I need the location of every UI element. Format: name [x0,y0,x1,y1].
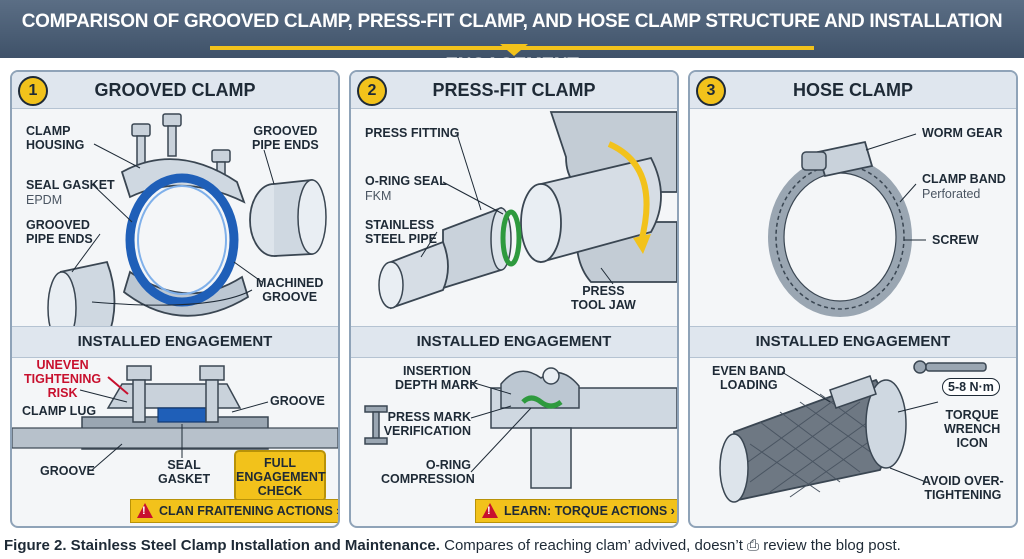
panel-number-badge: 2 [357,76,387,106]
press-fit-clamp-illustration [364,111,677,489]
warning-icon [482,503,498,518]
caption-text: Compares of reaching clam’ advived, does… [439,537,901,554]
grooved-clamp-illustration [12,113,338,471]
label-avoid-over-tightening: AVOID OVER-TIGHTENING [922,474,1004,502]
label-groove-right: GROOVE [270,394,325,408]
panel-grooved-clamp: 1 GROOVED CLAMP [10,70,340,528]
caption-bold: Figure 2. Stainless Steel Clamp Installa… [4,537,440,554]
label-clamp-band: CLAMP BAND [922,172,1006,186]
panel-title: PRESS-FIT CLAMP [432,80,596,100]
label-press-fitting: PRESS FITTING [365,126,460,140]
hose-clamp-illustration [719,133,987,503]
label-seal-gasket-material: EPDM [26,193,63,207]
section-title: INSTALLED ENGAGEMENT [77,333,273,350]
section-header: INSTALLED ENGAGEMENT [12,326,338,358]
title-banner: COMPARISON OF GROOVED CLAMP, PRESS-FIT C… [0,0,1024,76]
panel-header: 3 HOSE CLAMP [690,72,1016,109]
label-groove-left: GROOVE [40,464,95,478]
label-screw: SCREW [932,233,979,247]
label-seal-gasket: SEAL GASKET [26,178,115,192]
section-title: INSTALLED ENGAGEMENT [416,333,612,350]
label-oring-material: FKM [365,189,392,203]
torque-value-badge: 5-8 N·m [942,378,1000,396]
panel-press-fit-clamp: 2 PRESS-FIT CLAMP [349,70,679,528]
panel-title: HOSE CLAMP [792,80,913,100]
panel-hose-clamp: 3 HOSE CLAMP WOR [688,70,1018,528]
label-worm-gear: WORM GEAR [922,126,1003,140]
figure-caption: Figure 2. Stainless Steel Clamp Installa… [4,535,1020,557]
label-clamp-lug: CLAMP LUG [22,404,97,418]
section-header: INSTALLED ENGAGEMENT [690,326,1016,358]
warning-icon [137,503,153,518]
label-oring-seal: O-RING SEAL [365,174,447,188]
label-clamp-band-perforated: Perforated [922,187,981,201]
panel-number-badge: 1 [18,76,48,106]
panel-title: GROOVED CLAMP [94,80,256,100]
page-title: COMPARISON OF GROOVED CLAMP, PRESS-FIT C… [21,11,1003,76]
section-header: INSTALLED ENGAGEMENT [351,326,677,358]
panel-number-badge: 3 [696,76,726,106]
learn-torque-actions-button[interactable]: ! LEARN: TORQUE ACTIONS › [475,499,677,523]
panel-header: 2 PRESS-FIT CLAMP [351,72,677,109]
title-arrow-icon [500,44,528,56]
panel-header: 1 GROOVED CLAMP [12,72,338,109]
clan-fraitening-actions-button[interactable]: ! CLAN FRAITENING ACTIONS › [130,499,338,523]
section-title: INSTALLED ENGAGEMENT [755,333,951,350]
